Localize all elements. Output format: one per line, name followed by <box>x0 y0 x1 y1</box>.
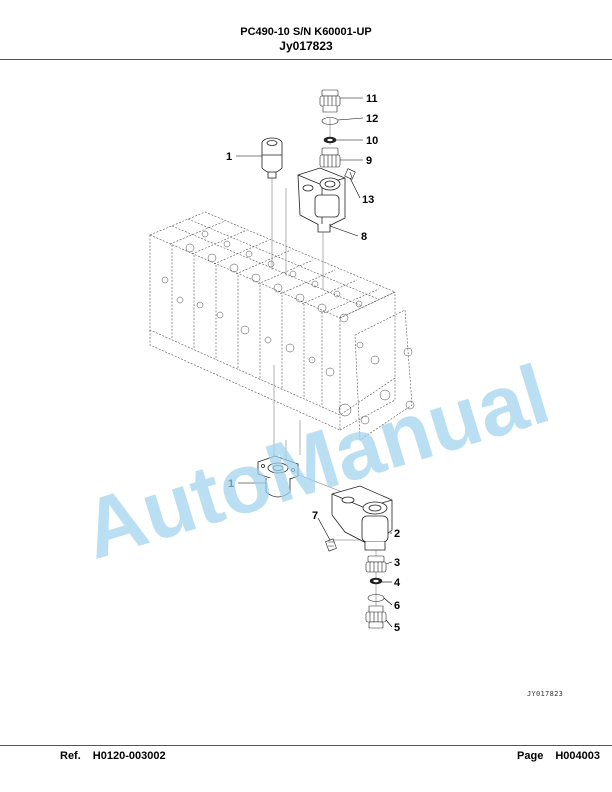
document-code: Jy017823 <box>279 39 333 53</box>
callout-1-upper: 1 <box>226 151 232 163</box>
drawing-id: JY017823 <box>527 690 564 698</box>
part-13-screw <box>344 168 356 180</box>
page-header: PC490-10 S/N K60001-UP Jy017823 <box>0 26 612 54</box>
part-12-o-ring <box>321 117 339 125</box>
callout-12: 12 <box>366 113 378 125</box>
part-5-fitting <box>365 605 387 629</box>
callout-9: 9 <box>366 155 372 167</box>
part-9-plug <box>319 147 341 168</box>
callout-2: 2 <box>394 528 400 540</box>
part-3-plug <box>365 555 387 573</box>
callout-1-lower: 1 <box>228 478 234 490</box>
header-divider <box>0 59 612 60</box>
part-1-cap-upper <box>261 137 283 179</box>
callout-7: 7 <box>312 510 318 522</box>
footer-divider <box>0 745 612 746</box>
part-4-washer <box>369 577 383 585</box>
part-7-screw <box>325 538 337 552</box>
part-8-valve <box>297 167 346 233</box>
page-value: H004003 <box>555 750 600 762</box>
ref-value: H0120-003002 <box>92 750 166 762</box>
footer-page: Page H004003 <box>517 750 600 762</box>
part-1-cap-lower <box>257 455 299 498</box>
part-10-washer <box>323 136 337 144</box>
footer-ref: Ref. H0120-003002 <box>60 750 166 762</box>
callout-13: 13 <box>362 194 374 206</box>
control-valve-block <box>149 211 413 441</box>
callout-5: 5 <box>394 622 400 634</box>
part-11-fitting <box>319 89 341 113</box>
callout-6: 6 <box>394 600 400 612</box>
callout-8: 8 <box>361 231 367 243</box>
leader-lines <box>236 97 393 628</box>
part-2-valve <box>331 485 393 551</box>
page-label: Page <box>517 750 544 762</box>
callout-3: 3 <box>394 557 400 569</box>
callout-labels: 1 11 12 10 9 13 8 1 7 2 3 4 6 5 <box>226 93 401 634</box>
ref-label: Ref. <box>60 750 81 762</box>
model-title: PC490-10 S/N K60001-UP <box>240 26 372 38</box>
callout-11: 11 <box>366 93 378 105</box>
callout-10: 10 <box>366 135 378 147</box>
callout-4: 4 <box>394 577 401 589</box>
